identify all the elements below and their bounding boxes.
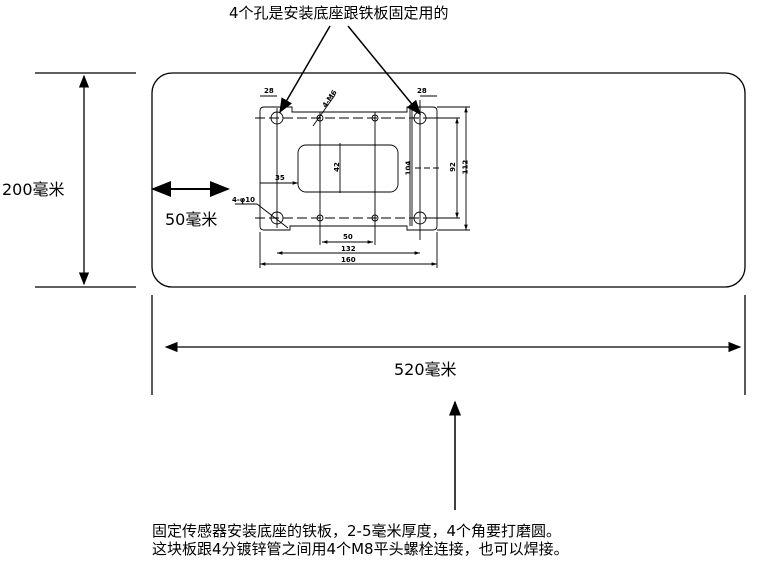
dim-50: 50 bbox=[343, 233, 353, 241]
dim-92: 92 bbox=[448, 162, 457, 172]
offset-label: 50毫米 bbox=[165, 210, 218, 229]
height-dimension bbox=[35, 72, 136, 288]
dim-large-holes: 4-φ10 bbox=[232, 196, 255, 204]
note-arrow-right bbox=[347, 25, 421, 116]
bottom-note-line1: 固定传感器安装底座的铁板，2-5毫米厚度，4个角要打磨圆。 bbox=[152, 522, 562, 540]
mounting-base-drawing bbox=[235, 94, 470, 268]
top-note: 4个孔是安装底座跟铁板固定用的 bbox=[229, 4, 449, 22]
width-dimension bbox=[151, 295, 746, 395]
dim-42: 42 bbox=[332, 162, 341, 172]
width-label: 520毫米 bbox=[394, 360, 457, 379]
bottom-note: 固定传感器安装底座的铁板，2-5毫米厚度，4个角要打磨圆。 这块板跟4分镀锌管之… bbox=[152, 522, 569, 558]
height-label: 200毫米 bbox=[2, 180, 65, 199]
dim-160: 160 bbox=[341, 256, 356, 264]
bottom-note-line2: 这块板跟4分镀锌管之间用4个M8平头螺栓连接，也可以焊接。 bbox=[152, 540, 569, 558]
dim-112: 112 bbox=[461, 159, 470, 175]
dim-104: 104 bbox=[404, 160, 413, 176]
dim-35: 35 bbox=[275, 174, 285, 182]
note-arrow-left bbox=[279, 25, 331, 114]
dim-28-left: 28 bbox=[264, 87, 274, 95]
iron-plate bbox=[151, 72, 746, 288]
dim-28-right: 28 bbox=[417, 87, 427, 95]
dim-132: 132 bbox=[341, 245, 356, 253]
